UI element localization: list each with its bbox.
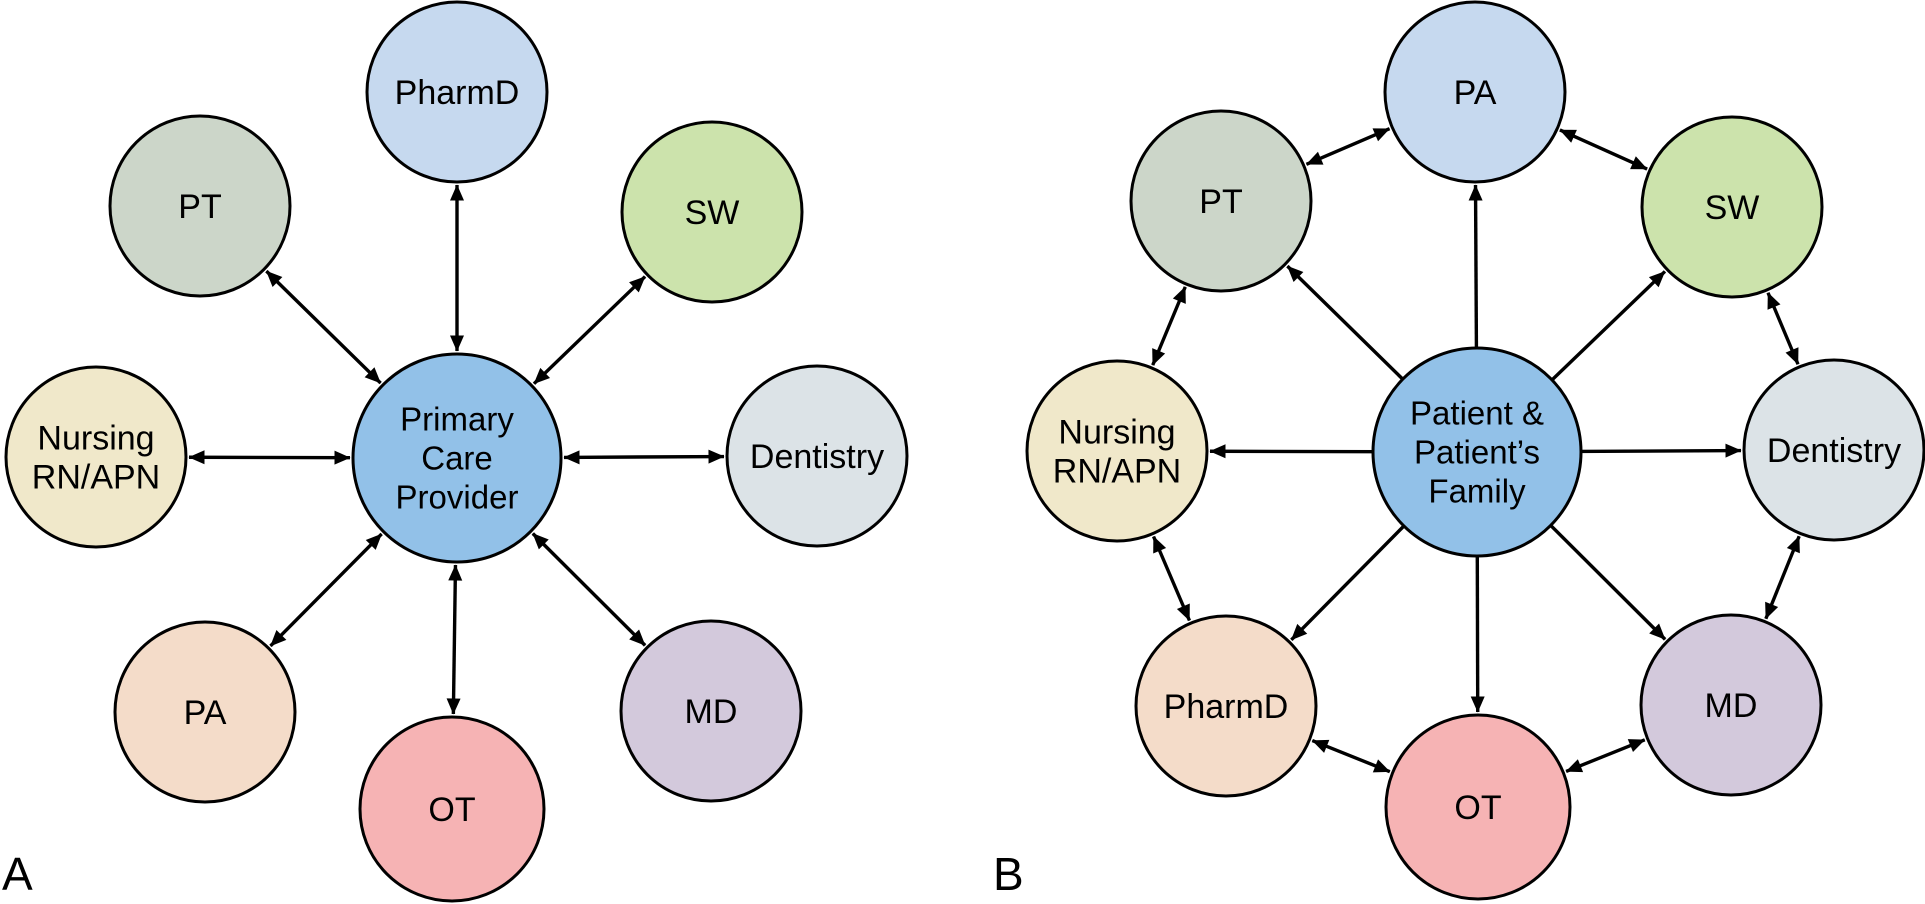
radial-arrow-b-patient-family-b-md	[1546, 521, 1667, 641]
ring-arrow-b-pharmd-b-nursing	[1151, 535, 1192, 622]
node-label-a-dentistry: Dentistry	[750, 438, 884, 476]
node-b-ot	[1384, 713, 1572, 901]
node-a-primary-care-provider	[351, 352, 563, 564]
node-label-b-dentistry: Dentistry	[1767, 432, 1901, 470]
node-a-pt	[108, 114, 292, 298]
node-label-b-pharmd: PharmD	[1164, 688, 1289, 726]
node-b-md	[1639, 613, 1823, 797]
ring-arrow-b-ot-b-pharmd	[1311, 739, 1391, 774]
node-b-pa	[1383, 0, 1567, 184]
node-label-b-pt: PT	[1199, 183, 1242, 221]
ring-arrow-b-sw-b-dentistry	[1766, 292, 1800, 365]
radial-arrow-b-patient-family-b-pharmd	[1290, 521, 1408, 642]
radial-arrow-a-primary-care-provider-a-ot	[446, 564, 463, 715]
node-a-ot	[358, 715, 546, 903]
node-b-dentistry	[1742, 358, 1925, 542]
node-label-a-pa: PA	[184, 694, 227, 732]
node-label-a-md: MD	[685, 693, 738, 731]
node-b-nursing	[1025, 359, 1209, 543]
node-label-a-ot: OT	[428, 791, 475, 829]
node-label-b-sw: SW	[1705, 189, 1760, 227]
node-label-a-pt: PT	[178, 188, 221, 226]
node-b-patient-family	[1371, 346, 1583, 558]
node-a-sw	[620, 120, 804, 304]
node-a-md	[619, 619, 803, 803]
node-b-pharmd	[1134, 614, 1318, 798]
radial-arrow-b-patient-family-b-dentistry	[1576, 443, 1742, 458]
radial-arrow-b-patient-family-b-pa	[1468, 184, 1483, 353]
radial-arrow-b-patient-family-b-sw	[1547, 270, 1667, 384]
node-label-a-sw: SW	[685, 194, 740, 232]
node-a-dentistry	[725, 364, 909, 548]
radial-arrow-a-primary-care-provider-a-md	[531, 532, 647, 647]
radial-arrow-a-primary-care-provider-a-dentistry	[563, 449, 725, 465]
radial-arrow-b-patient-family-b-pt	[1286, 264, 1407, 384]
node-a-pharmd	[365, 0, 549, 184]
ring-arrow-b-pt-b-pa	[1305, 127, 1391, 166]
ring-arrow-b-md-b-ot	[1565, 738, 1646, 774]
radial-arrow-a-primary-care-provider-a-sw	[532, 275, 647, 385]
panel-label-a: A	[2, 848, 33, 900]
ring-arrow-b-dentistry-b-md	[1764, 535, 1801, 620]
node-label-b-pa: PA	[1454, 74, 1497, 112]
node-b-pt	[1129, 109, 1313, 293]
radial-arrow-a-primary-care-provider-a-pt	[265, 269, 382, 385]
ring-arrow-b-nursing-b-pt	[1151, 286, 1187, 366]
node-label-b-ot: OT	[1454, 789, 1501, 827]
node-b-sw	[1640, 115, 1824, 299]
node-a-nursing	[4, 365, 188, 549]
node-a-pa	[113, 620, 297, 804]
radial-arrow-a-primary-care-provider-a-pa	[269, 532, 383, 648]
ring-arrow-b-pa-b-sw	[1559, 128, 1648, 171]
node-label-a-pharmd: PharmD	[395, 74, 520, 112]
arrow-layer	[188, 127, 1801, 774]
panel-label-b: B	[993, 848, 1024, 900]
node-label-b-md: MD	[1705, 687, 1758, 725]
